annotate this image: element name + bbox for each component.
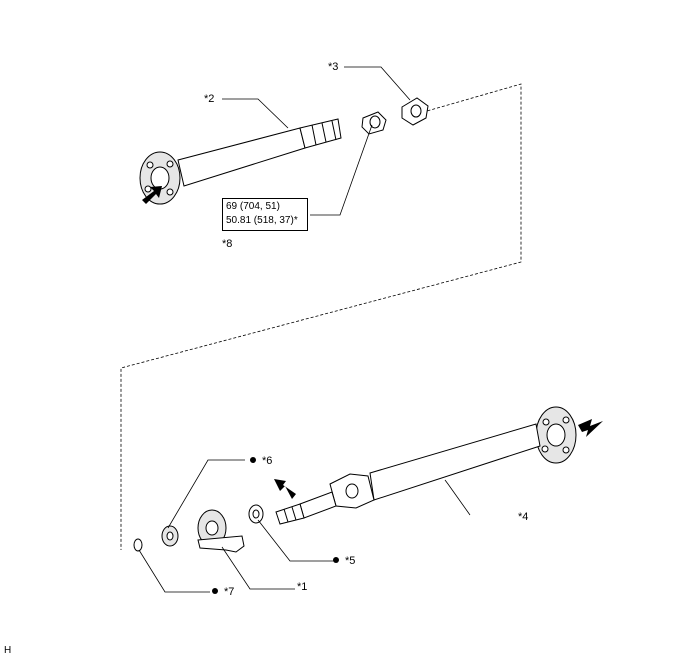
- intermediate-shaft-assembly: [139, 97, 429, 205]
- callout-part-7: *7: [212, 586, 234, 598]
- bullet-icon: [212, 588, 218, 595]
- torque-spec-line-1: 69 (704, 51): [226, 201, 280, 212]
- direction-arrow-lower: [274, 479, 296, 499]
- torque-spec-line-2: 50.81 (518, 37)*: [226, 215, 298, 226]
- direction-arrow-right: [578, 419, 603, 437]
- callout-part-8: *8: [222, 238, 233, 250]
- callout-part-5: *5: [333, 555, 355, 567]
- propeller-shaft-assembly: [133, 406, 577, 553]
- callout-part-6: *6: [250, 455, 272, 467]
- callout-part-1: *1: [297, 581, 308, 593]
- torque-spec-box: 69 (704, 51) 50.81 (518, 37)*: [222, 198, 308, 231]
- bullet-icon: [333, 557, 339, 564]
- leader-lines: [138, 66, 471, 593]
- shaft-tube-upper: [177, 127, 306, 187]
- bullet-icon: [250, 457, 256, 464]
- callout-part-5-text: *5: [345, 555, 356, 567]
- corner-mark: H: [4, 645, 12, 656]
- callout-part-6-text: *6: [262, 455, 273, 467]
- dashed-alignment-line: [120, 83, 522, 550]
- washer-part-7: [133, 538, 143, 552]
- callout-part-7-text: *7: [224, 586, 235, 598]
- direction-arrow-upper: [142, 186, 162, 204]
- callout-part-4: *4: [518, 511, 529, 523]
- shaft-tube-lower: [369, 423, 541, 501]
- callout-part-3: *3: [328, 61, 339, 73]
- callout-part-2: *2: [204, 93, 215, 105]
